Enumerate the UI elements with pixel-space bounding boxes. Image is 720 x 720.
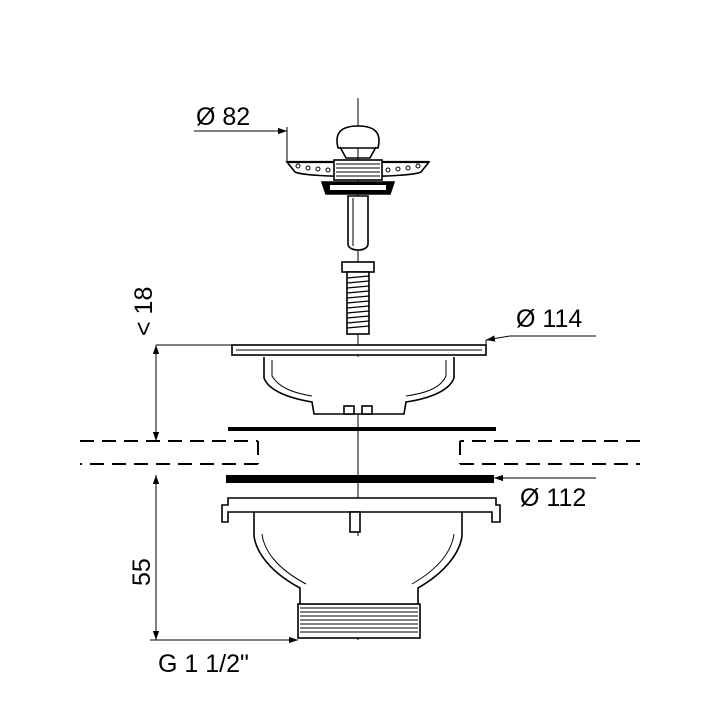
flange-diameter-label: Ø 114: [516, 305, 582, 333]
strainer-basket: [285, 125, 431, 251]
height-label: 55: [128, 558, 156, 586]
dimension-lines: [150, 127, 596, 644]
strainer-diameter-label: Ø 82: [196, 103, 250, 131]
upper-gasket: [228, 427, 496, 431]
lower-gasket: [226, 475, 494, 483]
max-thickness-label: < 18: [130, 287, 158, 336]
sink-wall-dashed: [80, 440, 640, 465]
sink-flange: [231, 344, 487, 415]
gasket-diameter-label: Ø 112: [520, 484, 586, 512]
strainer-holes: [295, 163, 421, 173]
threaded-screw: [341, 261, 375, 335]
drain-body: [221, 497, 501, 639]
thread-size-label: G 1 1/2": [158, 650, 249, 678]
